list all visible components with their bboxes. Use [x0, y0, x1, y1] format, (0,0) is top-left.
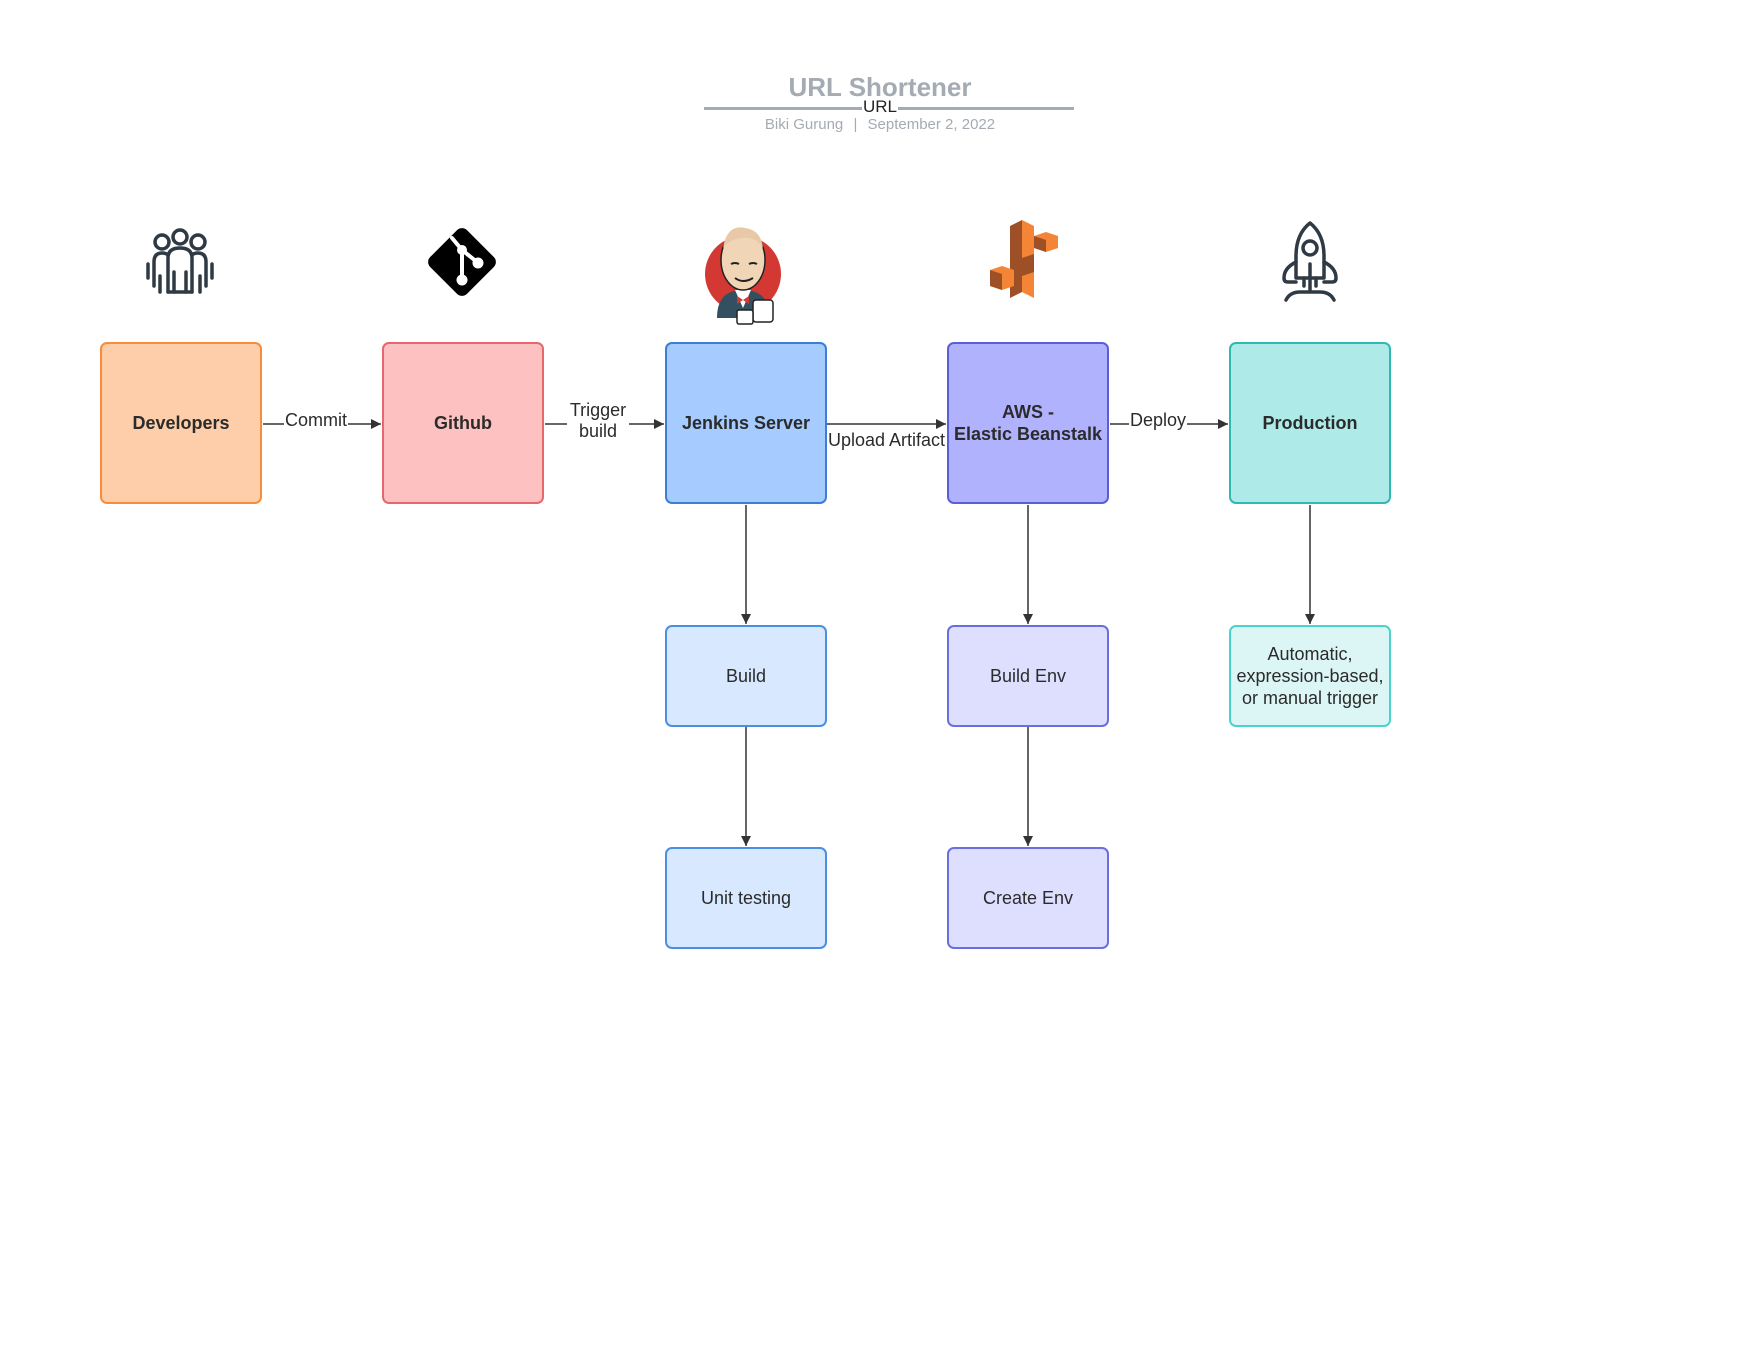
author: Biki Gurung [764, 116, 844, 133]
title-underline-label: URL [0, 97, 1760, 117]
node-production[interactable]: Production [1229, 342, 1391, 504]
node-trigger-options[interactable]: Automatic, expression-based, or manual t… [1229, 625, 1391, 727]
git-logo-icon [428, 228, 496, 296]
title-underline-text: URL [861, 97, 898, 116]
node-create-env[interactable]: Create Env [947, 847, 1109, 949]
node-trigger-line3: or manual trigger [1241, 688, 1379, 708]
node-trigger-line2: expression-based, [1236, 666, 1384, 686]
node-aws-line2: Elastic Beanstalk [953, 424, 1103, 444]
node-build-env[interactable]: Build Env [947, 625, 1109, 727]
diagram-meta: Biki Gurung | September 2, 2022 [0, 116, 1760, 133]
node-github[interactable]: Github [382, 342, 544, 504]
rocket-icon [1282, 221, 1338, 302]
node-unit-testing[interactable]: Unit testing [665, 847, 827, 949]
team-people-icon [146, 228, 214, 294]
edge-label-upload-artifact: Upload Artifact [827, 430, 947, 451]
node-developers[interactable]: Developers [100, 342, 262, 504]
meta-separator: | [853, 116, 858, 133]
edge-label-deploy: Deploy [1129, 410, 1188, 431]
aws-elastic-beanstalk-icon [990, 220, 1058, 298]
node-aws-line1: AWS - [1002, 402, 1054, 422]
edge-label-trigger-build: Trigger build [567, 400, 629, 442]
node-jenkins-server[interactable]: Jenkins Server [665, 342, 827, 504]
jenkins-butler-icon [705, 227, 781, 325]
edge-label-trigger-line1: Trigger [569, 400, 627, 420]
node-aws-elastic-beanstalk[interactable]: AWS - Elastic Beanstalk [947, 342, 1109, 504]
date: September 2, 2022 [867, 116, 996, 133]
edge-label-commit: Commit [284, 410, 348, 431]
edge-label-trigger-line2: build [578, 421, 618, 441]
node-trigger-line1: Automatic, [1267, 644, 1353, 664]
node-build[interactable]: Build [665, 625, 827, 727]
